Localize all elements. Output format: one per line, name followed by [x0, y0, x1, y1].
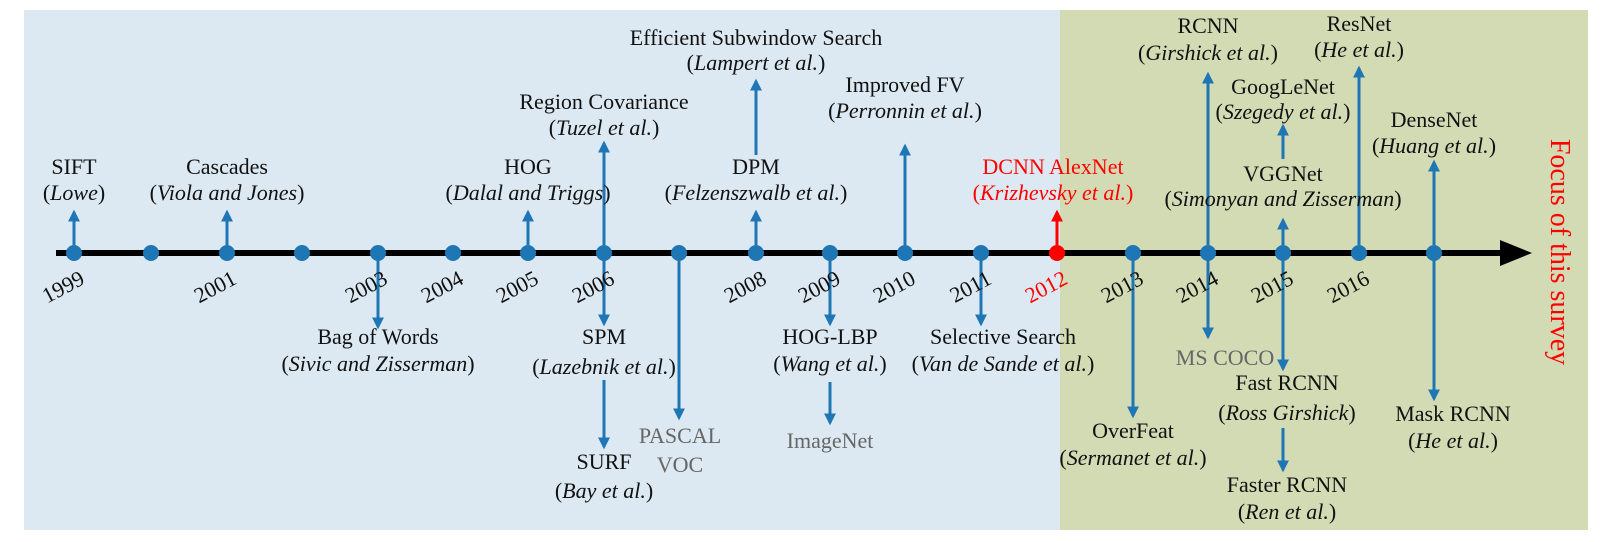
event-authors-selective-search: (Van de Sande et al.)	[912, 351, 1095, 376]
dataset-voc: VOC	[657, 452, 703, 477]
event-authors-rcnn: (Girshick et al.)	[1138, 40, 1278, 65]
node	[822, 245, 838, 261]
event-name-hog: HOG	[504, 154, 552, 179]
node	[1351, 245, 1367, 261]
event-name-mask-rcnn: Mask RCNN	[1395, 401, 1511, 426]
event-authors-cascades: (Viola and Jones)	[150, 180, 305, 205]
event-name-ess: Efficient Subwindow Search	[630, 25, 883, 50]
event-authors-hog: (Dalal and Triggs)	[445, 180, 610, 205]
node	[520, 245, 536, 261]
dataset-ms-coco: MS COCO	[1176, 345, 1274, 370]
event-authors-overfeat: (Sermanet et al.)	[1059, 445, 1206, 470]
event-name-bag-of-words: Bag of Words	[317, 324, 438, 349]
survey-focus-panel	[1060, 10, 1588, 530]
node	[1125, 245, 1141, 261]
event-authors-mask-rcnn: (He et al.)	[1408, 428, 1498, 453]
dataset-imagenet: ImageNet	[787, 428, 874, 453]
event-name-region-covariance: Region Covariance	[519, 89, 688, 114]
node	[370, 245, 386, 261]
node	[671, 245, 687, 261]
node	[596, 245, 612, 261]
event-authors-vggnet: (Simonyan and Zisserman)	[1164, 186, 1401, 211]
event-authors-googlenet: (Szegedy et al.)	[1215, 99, 1350, 124]
node	[1275, 245, 1291, 261]
node	[219, 245, 235, 261]
event-authors-sift: (Lowe)	[43, 180, 105, 205]
event-authors-resnet: (He et al.)	[1314, 37, 1404, 62]
event-name-cascades: Cascades	[186, 154, 268, 179]
event-authors-ess: (Lampert et al.)	[687, 50, 826, 75]
node	[897, 245, 913, 261]
event-authors-alexnet: (Krizhevsky et al.)	[973, 180, 1134, 205]
node	[66, 245, 82, 261]
event-name-vggnet: VGGNet	[1243, 161, 1322, 186]
event-authors-improved-fv: (Perronnin et al.)	[828, 98, 982, 123]
event-authors-bag-of-words: (Sivic and Zisserman)	[281, 351, 474, 376]
event-authors-surf: (Bay et al.)	[555, 478, 653, 503]
event-authors-densenet: (Huang et al.)	[1372, 133, 1496, 158]
event-authors-region-covariance: (Tuzel et al.)	[549, 115, 660, 140]
node	[1426, 245, 1442, 261]
event-authors-spm: (Lazebnik et al.)	[532, 354, 676, 379]
event-authors-hog-lbp: (Wang et al.)	[773, 351, 886, 376]
node-2012-highlight	[1049, 245, 1065, 261]
event-name-hog-lbp: HOG-LBP	[782, 324, 877, 349]
event-name-densenet: DenseNet	[1391, 107, 1478, 132]
event-name-dpm: DPM	[732, 154, 780, 179]
event-name-sift: SIFT	[51, 154, 97, 179]
event-name-selective-search: Selective Search	[930, 324, 1076, 349]
event-authors-faster-rcnn: (Ren et al.)	[1238, 499, 1336, 524]
timeline-arrowhead	[1500, 240, 1532, 266]
event-name-overfeat: OverFeat	[1092, 418, 1174, 443]
node	[143, 245, 159, 261]
node	[294, 245, 310, 261]
event-name-spm: SPM	[582, 324, 626, 349]
dataset-pascal: PASCAL	[639, 423, 721, 448]
node	[445, 245, 461, 261]
pre-deep-learning-panel	[24, 10, 1060, 530]
event-name-rcnn: RCNN	[1177, 13, 1238, 38]
node	[973, 245, 989, 261]
node	[1200, 245, 1216, 261]
node	[748, 245, 764, 261]
event-name-alexnet: DCNN AlexNet	[982, 154, 1123, 179]
event-authors-dpm: (Felzenszwalb et al.)	[665, 180, 848, 205]
event-name-improved-fv: Improved FV	[845, 72, 964, 97]
event-name-googlenet: GoogLeNet	[1231, 74, 1335, 99]
event-name-surf: SURF	[576, 449, 631, 474]
survey-focus-label: Focus of this survey	[1544, 139, 1575, 365]
event-name-faster-rcnn: Faster RCNN	[1227, 472, 1348, 497]
event-authors-fast-rcnn: (Ross Girshick)	[1218, 400, 1355, 425]
event-name-fast-rcnn: Fast RCNN	[1235, 370, 1338, 395]
timeline-nodes	[66, 245, 1442, 261]
event-name-resnet: ResNet	[1327, 11, 1392, 36]
